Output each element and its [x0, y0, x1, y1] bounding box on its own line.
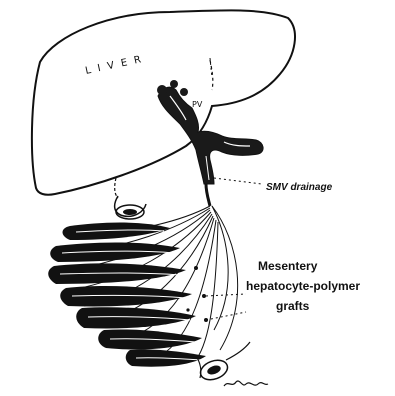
upper-bowel-loop	[115, 178, 146, 219]
mesentery-label-line1: Mesentery	[258, 259, 318, 273]
mesentery-label-line3: grafts	[276, 299, 310, 313]
smv-trunk	[206, 184, 210, 206]
mesentery-fan	[48, 206, 237, 367]
portal-vein	[157, 80, 263, 184]
mesentery-label-line2: hepatocyte-polymer	[246, 279, 360, 293]
lower-bowel-loop	[196, 342, 250, 383]
signature-icon	[224, 381, 268, 386]
pv-label: PV	[192, 100, 203, 109]
liver-label: LIVER	[84, 53, 149, 77]
smv-drainage-label: SMV drainage	[266, 182, 333, 193]
smv-pointer-line	[214, 178, 262, 184]
